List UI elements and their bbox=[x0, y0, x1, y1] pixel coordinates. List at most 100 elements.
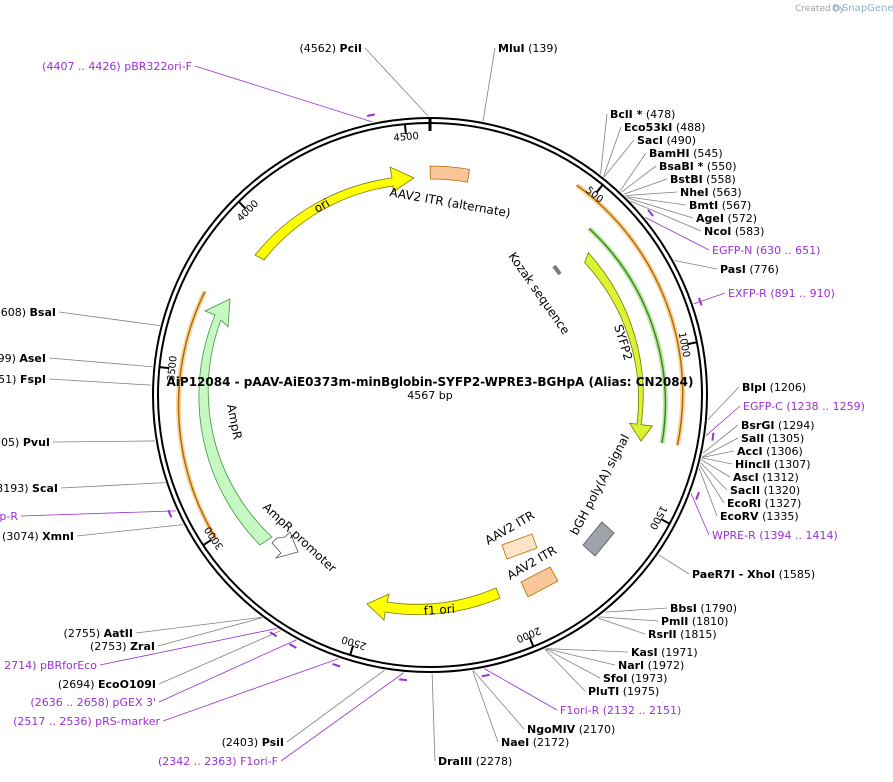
site-eco53ki[interactable]: Eco53kI (488) bbox=[624, 121, 705, 134]
site-pvui[interactable]: (3305) PvuI bbox=[0, 436, 50, 449]
site-position: (1335) bbox=[762, 510, 799, 523]
site-position: (563) bbox=[712, 186, 742, 199]
site-saci[interactable]: SacI (490) bbox=[637, 134, 696, 147]
site-position: (490) bbox=[666, 134, 696, 147]
primer-egfp-n[interactable]: EGFP-N (630 .. 651) bbox=[712, 244, 820, 257]
site-leader-line bbox=[701, 459, 731, 478]
primer-leader-line bbox=[20, 510, 177, 517]
feature-f1-ori[interactable] bbox=[366, 587, 501, 621]
site-leader-line bbox=[605, 607, 668, 613]
label-bgh-polya: bGH poly(A) signal bbox=[567, 432, 632, 537]
site-name: NaeI bbox=[501, 736, 529, 749]
site-position: (558) bbox=[706, 173, 736, 186]
primer-mark bbox=[647, 209, 654, 217]
site-bsabi[interactable]: BsaBI * (550) bbox=[659, 160, 737, 173]
primer-f1ori-r[interactable]: F1ori-R (2132 .. 2151) bbox=[560, 704, 681, 717]
site-agei[interactable]: AgeI (572) bbox=[696, 212, 757, 225]
site-bsai[interactable]: (3608) BsaI bbox=[0, 306, 56, 319]
site-pmli[interactable]: PmlI (1810) bbox=[661, 615, 728, 628]
site-mlui[interactable]: MluI (139) bbox=[498, 42, 558, 55]
site-bbsi[interactable]: BbsI (1790) bbox=[670, 602, 737, 615]
site-kasi[interactable]: KasI (1971) bbox=[631, 646, 698, 659]
site-bcli[interactable]: BclI * (478) bbox=[610, 108, 675, 121]
feature-ori[interactable] bbox=[254, 166, 415, 261]
primer-pbr322ori-f[interactable]: (4407 .. 4426) pBR322ori-F bbox=[42, 60, 192, 73]
feature-ampr[interactable] bbox=[198, 298, 273, 546]
site-naei[interactable]: NaeI (2172) bbox=[501, 736, 569, 749]
site-ngomiv[interactable]: NgoMIV (2170) bbox=[527, 723, 615, 736]
site-leader-line bbox=[603, 139, 635, 178]
site-scai[interactable]: (3193) ScaI bbox=[0, 482, 58, 495]
site-fspi[interactable]: (3451) FspI bbox=[0, 373, 46, 386]
site-blpi[interactable]: BlpI (1206) bbox=[742, 381, 806, 394]
feature-bgh-polya[interactable] bbox=[582, 521, 615, 557]
site-sfoi[interactable]: SfoI (1973) bbox=[603, 672, 667, 685]
site-leader-line bbox=[625, 191, 678, 196]
site-position: (2170) bbox=[579, 723, 616, 736]
site-sali[interactable]: SalI (1305) bbox=[741, 432, 804, 445]
site-xmni[interactable]: (3074) XmnI bbox=[2, 530, 74, 543]
feature-kozak bbox=[552, 264, 562, 276]
feature-itr-alternate[interactable] bbox=[429, 165, 470, 183]
primer-prs-marker[interactable]: (2517 .. 2536) pRS-marker bbox=[13, 715, 160, 728]
primer-exfp-r[interactable]: EXFP-R (891 .. 910) bbox=[728, 287, 835, 300]
primer-range: (630 .. 651) bbox=[756, 244, 821, 257]
site-aatii[interactable]: (2755) AatII bbox=[64, 627, 133, 640]
site-paer7i-xhoi[interactable]: PaeR7I - XhoI (1585) bbox=[692, 568, 815, 581]
site-rsrii[interactable]: RsrII (1815) bbox=[648, 628, 717, 641]
site-asei[interactable]: (3499) AseI bbox=[0, 352, 46, 365]
feature-itr-light[interactable] bbox=[501, 533, 538, 560]
primer-range: (2342 .. 2363) bbox=[158, 755, 237, 768]
site-position: (2755) bbox=[64, 627, 101, 640]
primer-name: F1ori-R bbox=[560, 704, 600, 717]
site-name: NcoI bbox=[704, 225, 731, 238]
primer-range: (1238 .. 1259) bbox=[786, 400, 865, 413]
site-nari[interactable]: NarI (1972) bbox=[618, 659, 684, 672]
site-ecorv[interactable]: EcoRV (1335) bbox=[720, 510, 799, 523]
primer-pbrforeco[interactable]: (2696 .. 2714) pBRforEco bbox=[0, 659, 97, 672]
tick-label-1000: 1000 bbox=[676, 331, 692, 358]
primer-bindings: (4407 .. 4426) pBR322ori-F EGFP-N (630 ..… bbox=[0, 60, 865, 768]
primer-amp-r[interactable]: (3105 .. 3124) Amp-R bbox=[0, 510, 18, 523]
site-bstbi[interactable]: BstBI (558) bbox=[670, 173, 736, 186]
site-position: (776) bbox=[749, 263, 779, 276]
site-pluti[interactable]: PluTI (1975) bbox=[588, 685, 659, 698]
site-bmti[interactable]: BmtI (567) bbox=[689, 199, 751, 212]
site-leader-line bbox=[597, 617, 646, 635]
site-bsrgi[interactable]: BsrGI (1294) bbox=[741, 419, 815, 432]
primer-wpre-r[interactable]: WPRE-R (1394 .. 1414) bbox=[712, 529, 838, 542]
site-position: (567) bbox=[722, 199, 752, 212]
site-position: (3193) bbox=[0, 482, 29, 495]
site-psii[interactable]: (2403) PsiI bbox=[222, 736, 284, 749]
site-draiii[interactable]: DraIII (2278) bbox=[438, 755, 512, 768]
site-leader-line bbox=[76, 524, 183, 537]
primer-egfp-c[interactable]: EGFP-C (1238 .. 1259) bbox=[743, 400, 865, 413]
site-asci[interactable]: AscI (1312) bbox=[733, 471, 799, 484]
site-ncoi[interactable]: NcoI (583) bbox=[704, 225, 764, 238]
feature-ampr-promoter[interactable] bbox=[271, 531, 299, 559]
primer-f1ori-f[interactable]: (2342 .. 2363) F1ori-F bbox=[158, 755, 278, 768]
site-position: (1206) bbox=[770, 381, 807, 394]
site-bamhi[interactable]: BamHI (545) bbox=[649, 147, 723, 160]
primer-pgex-3[interactable]: (2636 .. 2658) pGEX 3' bbox=[30, 696, 156, 709]
site-leader-line bbox=[700, 462, 728, 491]
feature-itr-orange[interactable] bbox=[520, 566, 559, 598]
site-acci[interactable]: AccI (1306) bbox=[737, 445, 803, 458]
primer-name: EGFP-N bbox=[712, 244, 752, 257]
label-f1-ori: f1 ori bbox=[423, 602, 455, 618]
site-pasi[interactable]: PasI (776) bbox=[720, 263, 779, 276]
site-hincii[interactable]: HincII (1307) bbox=[735, 458, 811, 471]
tick-3500 bbox=[159, 366, 170, 370]
site-ecoo109i[interactable]: (2694) EcoO109I bbox=[58, 678, 156, 691]
site-nhei[interactable]: NheI (563) bbox=[680, 186, 742, 199]
primer-mark bbox=[399, 678, 408, 682]
feature-syfp2[interactable] bbox=[584, 252, 654, 442]
tick-1000 bbox=[686, 341, 698, 346]
site-pcii[interactable]: (4562) PciI bbox=[299, 42, 362, 55]
site-sacii[interactable]: SacII (1320) bbox=[730, 484, 800, 497]
site-zrai[interactable]: (2753) ZraI bbox=[90, 640, 155, 653]
tick-500 bbox=[595, 184, 604, 194]
site-ecori[interactable]: EcoRI (1327) bbox=[727, 497, 801, 510]
primer-range: (4407 .. 4426) bbox=[42, 60, 121, 73]
